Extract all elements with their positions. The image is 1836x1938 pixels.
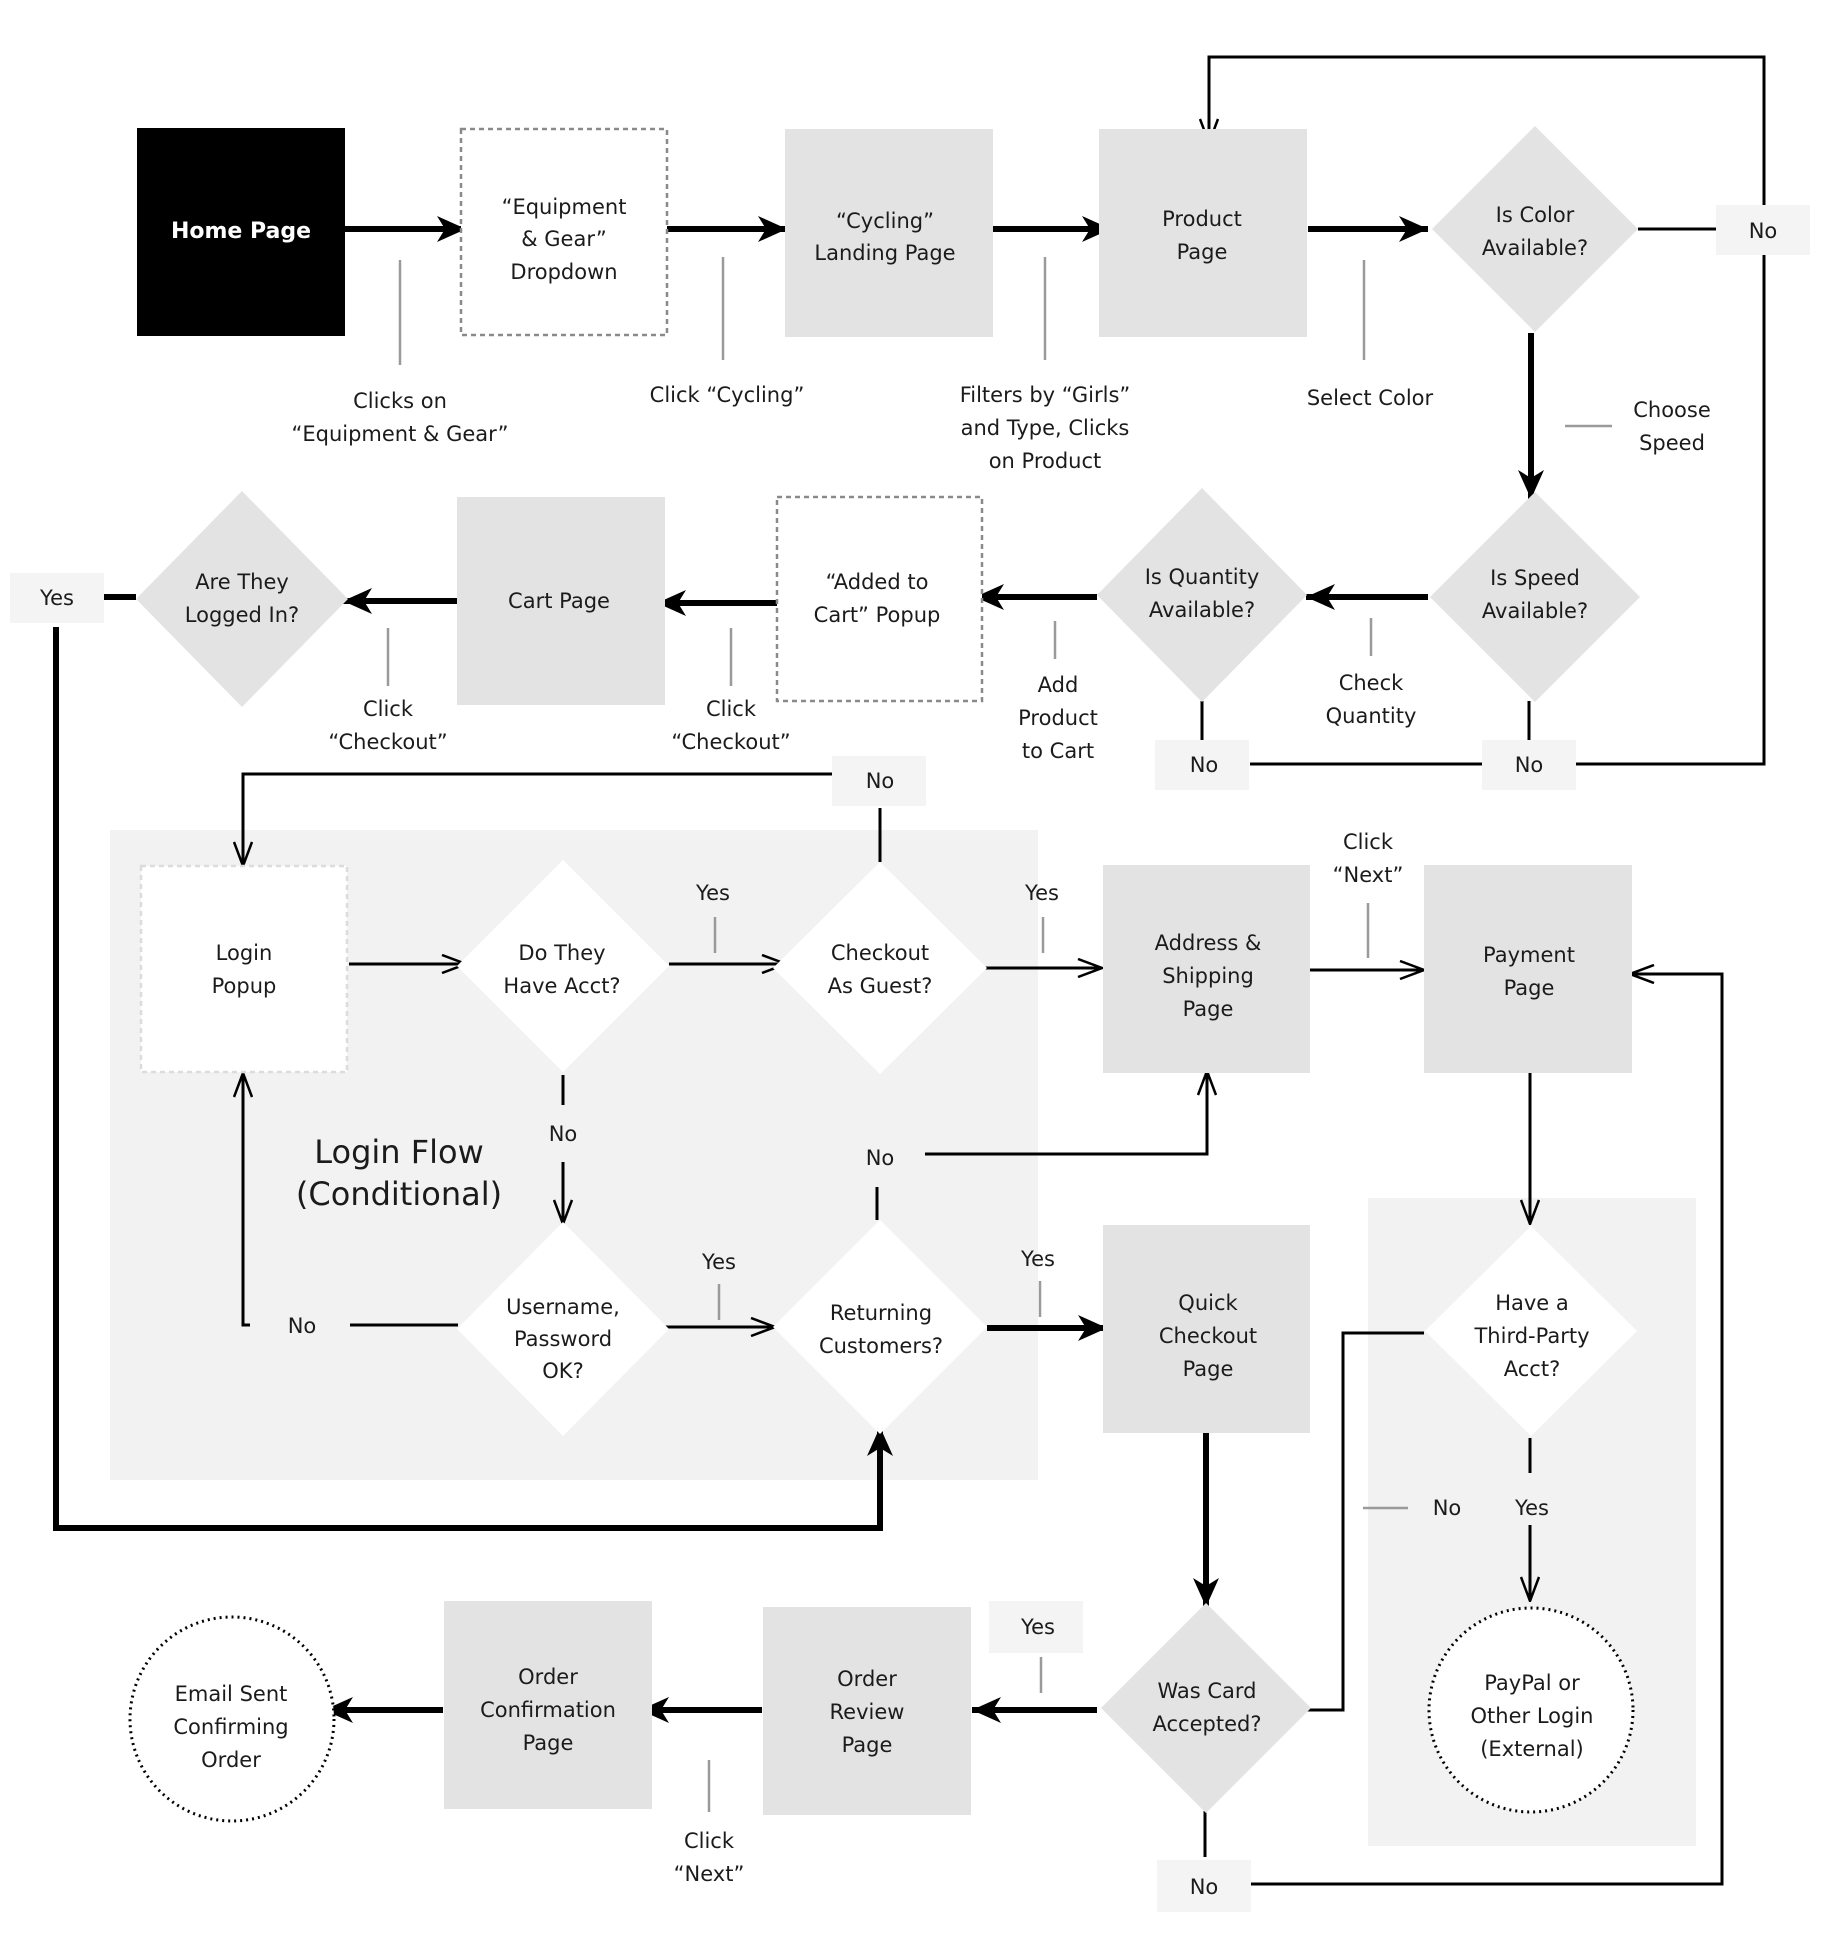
label-yes-guest: Yes [1024, 881, 1059, 905]
label-click-cycling: Click “Cycling” [650, 383, 805, 407]
label-yes-card-accepted: Yes [989, 1601, 1083, 1653]
label-yes-third-party: Yes [1514, 1496, 1549, 1520]
label-no-third-party: No [1433, 1496, 1462, 1520]
label-no-guest: No [832, 756, 926, 806]
home-page-node: Home Page [137, 128, 345, 336]
label-click-checkout-cart: Click“Checkout” [328, 697, 447, 754]
label-leader-ticks [386, 257, 1612, 1812]
label-no-color: No [1716, 205, 1810, 255]
label-yes-have-acct: Yes [695, 881, 730, 905]
label-click-next-address: Click“Next” [1333, 830, 1404, 887]
label-no-returning: No [866, 1146, 895, 1170]
login-flow-title: Login Flow(Conditional) [296, 1133, 502, 1213]
equipment-gear-dropdown-node: “Equipment& Gear”Dropdown [459, 127, 669, 337]
label-yes-username: Yes [701, 1250, 736, 1274]
svg-text:“Cycling”Landing Page: “Cycling”Landing Page [814, 209, 955, 265]
home-page-label: Home Page [171, 219, 311, 244]
svg-text:Yes: Yes [1020, 1615, 1055, 1639]
label-click-next-review: Click“Next” [674, 1829, 745, 1886]
label-no-have-acct: No [549, 1122, 578, 1146]
svg-text:“Equipment& Gear”Dropdown: “Equipment& Gear”Dropdown [502, 195, 627, 284]
svg-text:Cart Page: Cart Page [508, 589, 610, 613]
cycling-landing-page-node: “Cycling”Landing Page [785, 129, 993, 337]
label-yes-returning: Yes [1020, 1247, 1055, 1271]
svg-text:Yes: Yes [39, 586, 74, 610]
label-select-color: Select Color [1307, 386, 1434, 410]
label-clicks-equipment: Clicks on“Equipment & Gear” [291, 389, 508, 446]
label-no-card-accepted: No [1157, 1860, 1251, 1912]
svg-text:No: No [866, 769, 895, 793]
svg-text:No: No [1515, 753, 1544, 777]
label-no-quantity: No [1155, 740, 1249, 790]
svg-text:No: No [1749, 219, 1778, 243]
cart-page-node: Cart Page [457, 497, 665, 705]
label-no-speed: No [1482, 740, 1576, 790]
label-no-username: No [288, 1314, 317, 1338]
label-yes-logged-in: Yes [10, 573, 104, 623]
svg-text:No: No [1190, 1875, 1219, 1899]
label-click-checkout-popup: Click“Checkout” [671, 697, 790, 754]
svg-text:No: No [1190, 753, 1219, 777]
